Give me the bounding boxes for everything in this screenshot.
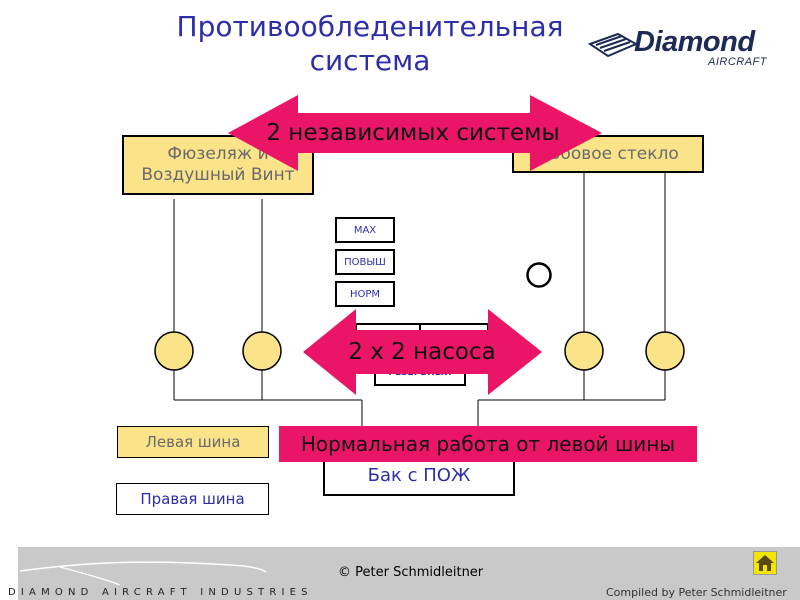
home-icon (756, 555, 774, 571)
page-title: Противообледенительная система (176, 10, 564, 77)
independent-systems-arrow (228, 95, 602, 171)
pumps-arrow (303, 309, 542, 395)
logo-subtitle: AIRCRAFT (708, 56, 767, 68)
pumps-text: 2 x 2 насоса (348, 339, 496, 365)
pump-icon (564, 331, 604, 371)
left-bus-label: Левая шина (145, 432, 241, 451)
left-bus-box: Левая шина (117, 426, 269, 458)
compiled-by-text: Compiled by Peter Schmidleitner (606, 586, 787, 599)
home-button[interactable] (753, 551, 777, 575)
copyright-text: © Peter Schmidleitner (338, 565, 484, 580)
footer-bar (18, 547, 800, 600)
normal-operation-text: Нормальная работа от левой шины (300, 432, 676, 456)
footer-aircraft-silhouette (19, 561, 267, 585)
mode-button-high[interactable]: ПОВЫШ (335, 249, 395, 275)
right-bus-label: Правая шина (140, 490, 245, 508)
mode-button-max-label: MAX (353, 224, 377, 236)
logo-wordmark: Diamond (634, 26, 755, 58)
diamond-logo: Diamond AIRCRAFT (588, 26, 778, 72)
normal-operation-banner: Нормальная работа от левой шины (279, 426, 697, 462)
company-name: DIAMOND AIRCRAFT INDUSTRIES (8, 587, 313, 598)
right-bus-box: Правая шина (116, 483, 269, 515)
fuselage-propeller-label: Фюзеляж и Воздушный Винт (141, 144, 295, 185)
fluid-tank-label: Бак с ПОЖ (367, 465, 471, 486)
indicator-circle (526, 262, 552, 288)
pump-icon (645, 331, 685, 371)
pump-icon (242, 331, 282, 371)
diamond-wing-icon (588, 32, 638, 58)
independent-systems-text: 2 независимых системы (266, 120, 560, 146)
mode-button-normal-label: НОРМ (349, 288, 381, 300)
pump-icon (154, 331, 194, 371)
mode-button-high-label: ПОВЫШ (344, 256, 386, 268)
mode-button-max[interactable]: MAX (335, 217, 395, 243)
mode-button-normal[interactable]: НОРМ (335, 281, 395, 307)
